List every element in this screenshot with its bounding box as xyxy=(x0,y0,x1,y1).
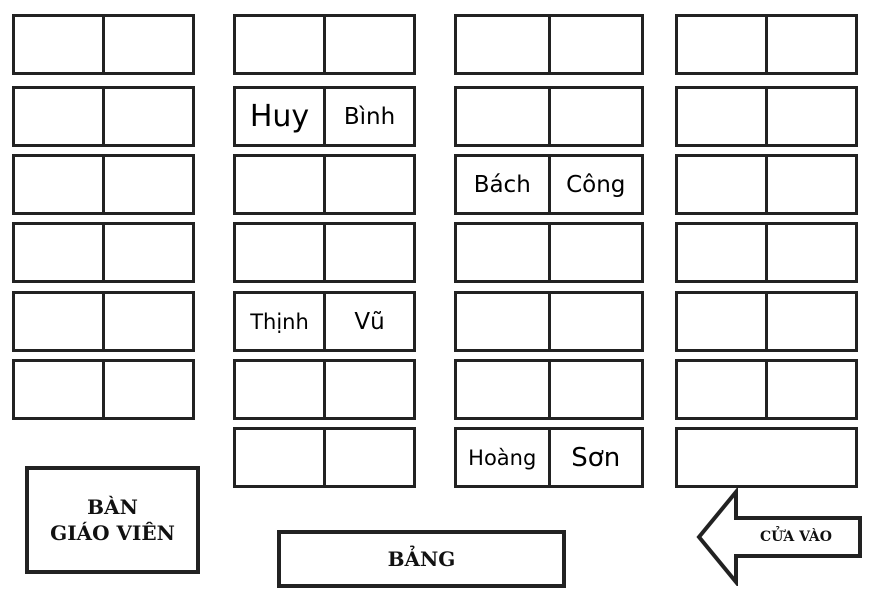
seat xyxy=(678,157,765,212)
seat xyxy=(323,362,413,417)
seat xyxy=(15,294,102,349)
seat xyxy=(236,157,323,212)
seat xyxy=(678,17,765,72)
seat xyxy=(547,225,642,280)
desk: Thịnh Vũ xyxy=(233,291,416,352)
desk xyxy=(233,154,416,215)
teacher-desk: BÀN GIÁO VIÊN xyxy=(25,466,200,574)
teacher-desk-label: BÀN GIÁO VIÊN xyxy=(50,495,175,545)
desk xyxy=(454,291,644,352)
desk xyxy=(12,359,195,420)
seat: Hoàng xyxy=(468,445,537,470)
seat xyxy=(547,362,642,417)
desk xyxy=(675,154,858,215)
desk xyxy=(12,86,195,147)
seat xyxy=(15,157,102,212)
desk xyxy=(12,291,195,352)
desk xyxy=(675,14,858,75)
seat xyxy=(547,17,642,72)
desk xyxy=(233,14,416,75)
desk xyxy=(675,222,858,283)
desk xyxy=(454,222,644,283)
seat xyxy=(323,157,413,212)
seat xyxy=(765,89,855,144)
seat xyxy=(765,294,855,349)
seat xyxy=(457,294,548,349)
blackboard-label: BẢNG xyxy=(387,547,456,571)
entrance-door-label: CỬA VÀO xyxy=(760,529,832,545)
seat xyxy=(547,89,642,144)
seat xyxy=(323,225,413,280)
seat xyxy=(102,362,192,417)
desk xyxy=(675,86,858,147)
desk: Bách Công xyxy=(454,154,644,215)
seat xyxy=(765,225,855,280)
seat: Bách xyxy=(473,171,531,198)
seat xyxy=(678,225,765,280)
seat xyxy=(765,17,855,72)
desk xyxy=(454,14,644,75)
seat xyxy=(236,430,323,485)
seat xyxy=(457,225,548,280)
blackboard: BẢNG xyxy=(277,530,566,588)
seat xyxy=(15,225,102,280)
seat xyxy=(547,294,642,349)
seat xyxy=(102,294,192,349)
seat xyxy=(323,17,413,72)
seat xyxy=(102,157,192,212)
desk: Hoàng Sơn xyxy=(454,427,644,488)
desk xyxy=(454,86,644,147)
desk xyxy=(233,427,416,488)
desk xyxy=(454,359,644,420)
seat xyxy=(15,17,102,72)
desk: Huy Bình xyxy=(233,86,416,147)
seat xyxy=(457,17,548,72)
desk xyxy=(233,222,416,283)
seat xyxy=(323,430,413,485)
seat xyxy=(678,294,765,349)
entrance-door: CỬA VÀO xyxy=(696,488,866,586)
seat xyxy=(678,362,765,417)
seat: Huy xyxy=(249,99,310,134)
seat xyxy=(678,430,855,485)
seat xyxy=(236,17,323,72)
desk xyxy=(12,154,195,215)
seat: Thịnh xyxy=(250,309,309,334)
seat xyxy=(102,225,192,280)
seat: Công xyxy=(547,157,642,212)
desk xyxy=(675,359,858,420)
arrow-left-icon xyxy=(696,488,862,586)
desk xyxy=(12,14,195,75)
seat xyxy=(457,362,548,417)
desk xyxy=(233,359,416,420)
seat: Bình xyxy=(323,89,413,144)
seat xyxy=(457,89,548,144)
seat xyxy=(765,157,855,212)
seat xyxy=(236,225,323,280)
seat xyxy=(15,362,102,417)
desk xyxy=(675,291,858,352)
seat xyxy=(236,362,323,417)
desk xyxy=(675,427,858,488)
desk xyxy=(12,222,195,283)
seat xyxy=(765,362,855,417)
seat xyxy=(15,89,102,144)
seat: Sơn xyxy=(547,430,642,485)
seat xyxy=(102,17,192,72)
seat xyxy=(102,89,192,144)
seat xyxy=(678,89,765,144)
seat: Vũ xyxy=(323,294,413,349)
